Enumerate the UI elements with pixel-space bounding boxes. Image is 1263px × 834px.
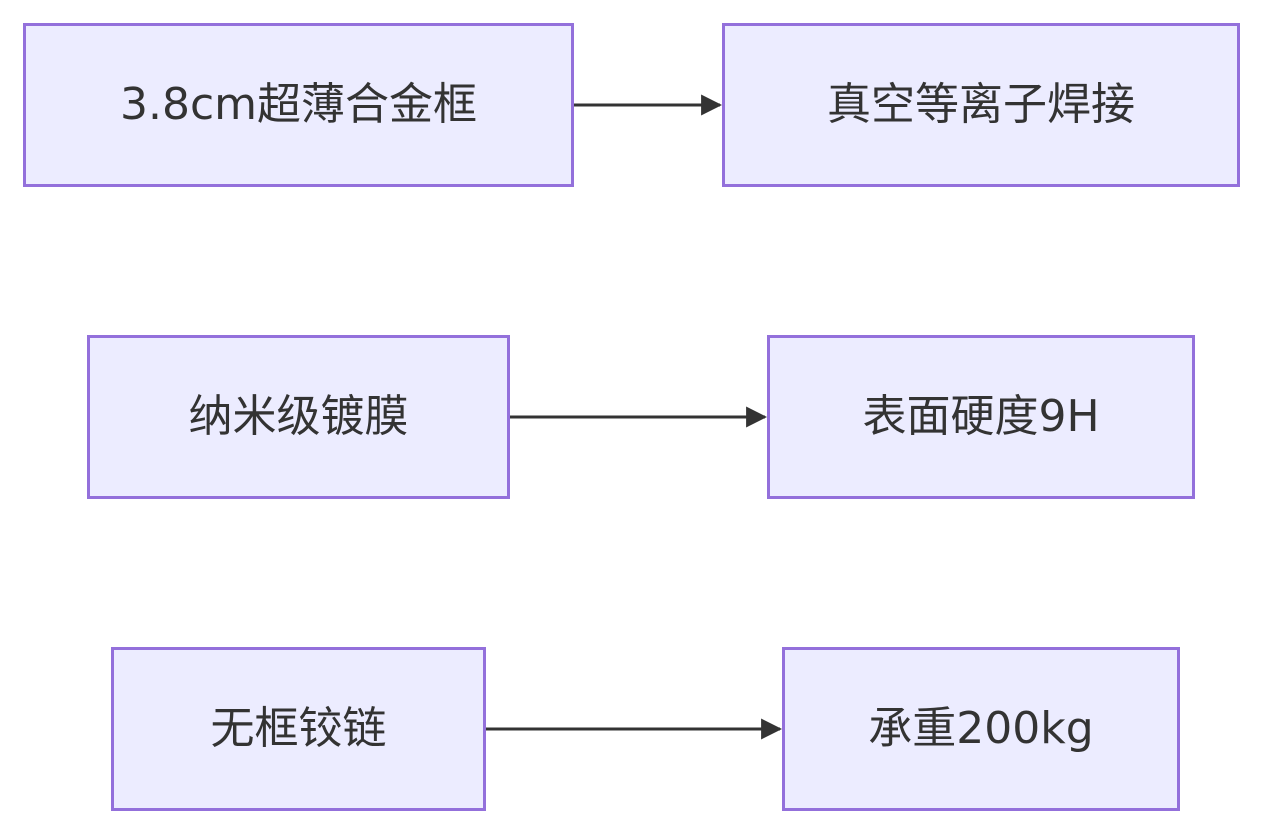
node-label: 表面硬度9H: [862, 391, 1100, 442]
node-label: 承重200kg: [868, 703, 1094, 754]
node-nano-coating: 纳米级镀膜: [87, 335, 510, 499]
node-label: 纳米级镀膜: [188, 391, 409, 442]
node-alloy-frame: 3.8cm超薄合金框: [23, 23, 574, 187]
node-label: 3.8cm超薄合金框: [119, 79, 478, 130]
node-surface-hardness: 表面硬度9H: [767, 335, 1195, 499]
node-frameless-hinge: 无框铰链: [111, 647, 486, 811]
node-label: 真空等离子焊接: [827, 79, 1135, 130]
node-load-capacity: 承重200kg: [782, 647, 1180, 811]
node-label: 无框铰链: [210, 703, 387, 754]
node-vacuum-plasma-welding: 真空等离子焊接: [722, 23, 1240, 187]
